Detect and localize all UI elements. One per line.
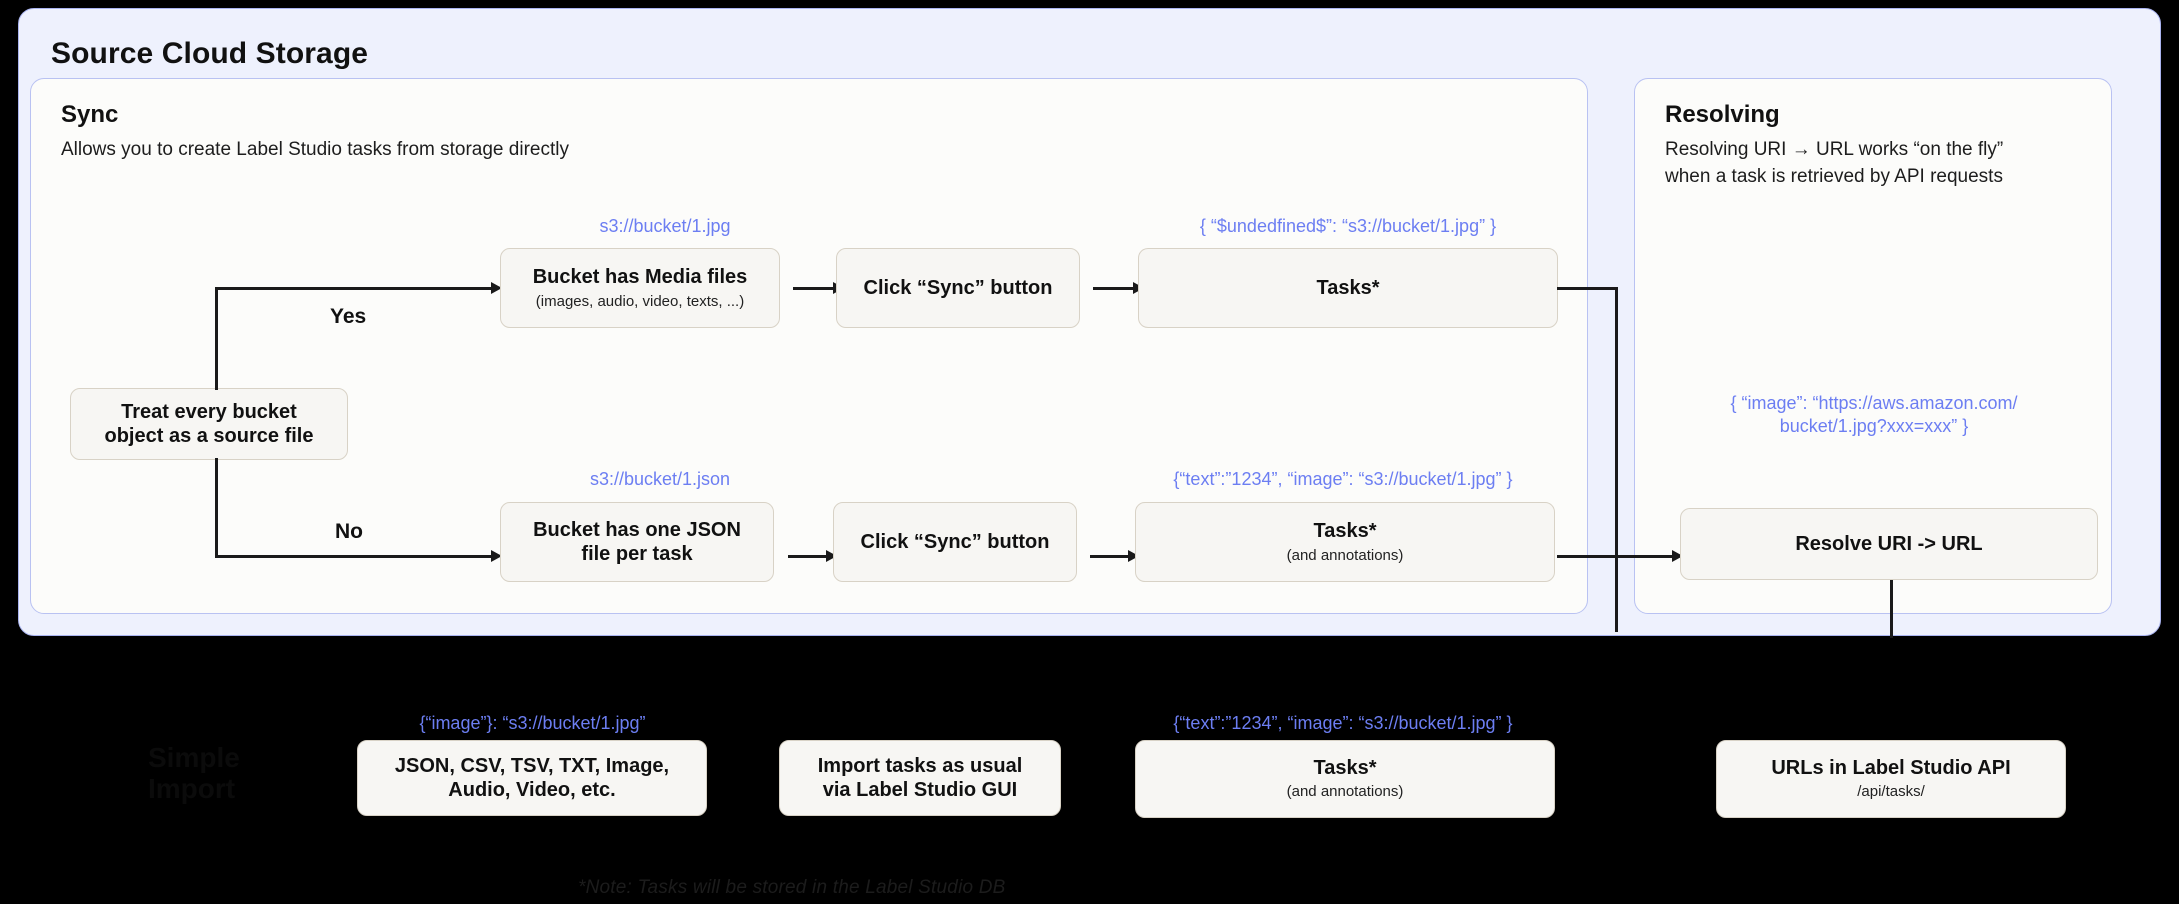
box-import-tasks-gui: Import tasks as usual via Label Studio G… — [779, 740, 1061, 816]
tasks-yes-exit-vertical — [1615, 287, 1618, 632]
box-api-subtitle: /api/tasks/ — [1857, 783, 1925, 801]
box-bucket-has-media-files: Bucket has Media files (images, audio, v… — [500, 248, 780, 328]
yes-row-connector-2 — [1093, 287, 1135, 290]
yes-branch-vertical-line — [215, 288, 218, 390]
box-api-title: URLs in Label Studio API — [1771, 756, 2011, 779]
footnote-tasks-storage: *Note: Tasks will be stored in the Label… — [578, 877, 1006, 898]
resolved-url-json-annotation: { “image”: “https://aws.amazon.com/ buck… — [1730, 393, 2018, 437]
no-row-tasks-json-annotation: {“text”:”1234”, “image”: “s3://bucket/1.… — [1173, 469, 1513, 489]
box-import-tasks-gui-label: Import tasks as usual via Label Studio G… — [817, 754, 1023, 801]
branch-label-no: No — [335, 520, 363, 543]
watermark-simple-import: Simple Import — [148, 742, 240, 805]
branch-label-yes: Yes — [330, 305, 367, 328]
yes-branch-arrowhead — [491, 282, 502, 294]
box-tasks-yes: Tasks* — [1138, 248, 1558, 328]
no-row-connector-2 — [1090, 555, 1130, 558]
box-tasks-no: Tasks* (and annotations) — [1135, 502, 1555, 582]
resolving-panel-subtitle: Resolving URI → URL works “on the fly” w… — [1665, 139, 2004, 187]
no-row-arrowhead-2 — [1128, 550, 1139, 562]
decision-box-label: Treat every bucket object as a source fi… — [104, 401, 314, 447]
tasks-yes-exit-horizontal — [1557, 287, 1617, 290]
box-tasks-no-subtitle: (and annotations) — [1286, 546, 1404, 564]
box-supported-formats: JSON, CSV, TSV, TXT, Image, Audio, Video… — [357, 740, 707, 816]
no-row-arrowhead-1 — [826, 550, 837, 562]
box-resolve-uri-to-url: Resolve URI -> URL — [1680, 508, 2098, 580]
box-urls-in-label-studio-api: URLs in Label Studio API /api/tasks/ — [1716, 740, 2066, 818]
box-bottom-tasks-subtitle: (and annotations) — [1286, 783, 1404, 801]
no-row-connector-1 — [788, 555, 828, 558]
no-branch-vertical-line — [215, 458, 218, 557]
box-tasks-no-label: Tasks* — [1313, 519, 1377, 542]
box-click-sync-button-no: Click “Sync” button — [833, 502, 1077, 582]
box-click-sync-button-yes: Click “Sync” button — [836, 248, 1080, 328]
sync-panel-heading: Sync — [61, 101, 119, 128]
yes-row-connector-1 — [793, 287, 835, 290]
tasks-no-to-resolve-arrowhead — [1672, 550, 1683, 562]
tasks-no-to-resolve-line — [1557, 555, 1674, 558]
box-tasks-yes-label: Tasks* — [1316, 277, 1380, 299]
box-resolve-uri-label: Resolve URI -> URL — [1795, 533, 1983, 555]
box-bucket-media-subtitle: (images, audio, video, texts, ...) — [535, 292, 745, 310]
box-click-sync-yes-label: Click “Sync” button — [863, 277, 1053, 299]
bottom-formats-json-annotation: {“image”}: “s3://bucket/1.jpg” — [419, 713, 646, 733]
sync-panel-subtitle: Allows you to create Label Studio tasks … — [61, 139, 569, 160]
box-click-sync-no-label: Click “Sync” button — [860, 531, 1050, 553]
box-bottom-tasks: Tasks* (and annotations) — [1135, 740, 1555, 818]
page-title: Source Cloud Storage — [51, 37, 369, 70]
bottom-tasks-json-annotation: {“text”:”1234”, “image”: “s3://bucket/1.… — [1173, 713, 1513, 733]
yes-branch-horizontal-line — [215, 287, 493, 290]
box-supported-formats-label: JSON, CSV, TSV, TXT, Image, Audio, Video… — [394, 754, 670, 801]
box-bucket-media-title: Bucket has Media files — [532, 265, 748, 288]
yes-row-uri-annotation: s3://bucket/1.jpg — [599, 216, 731, 236]
yes-row-tasks-json-annotation: { “$undedfined$”: “s3://bucket/1.jpg” } — [1199, 216, 1497, 236]
box-bucket-has-one-json-file: Bucket has one JSON file per task — [500, 502, 774, 582]
box-bucket-json-title: Bucket has one JSON file per task — [533, 519, 741, 565]
no-row-uri-annotation: s3://bucket/1.json — [589, 469, 731, 489]
decision-box-treat-bucket-object: Treat every bucket object as a source fi… — [70, 388, 348, 460]
no-branch-horizontal-line — [215, 555, 493, 558]
no-branch-arrowhead — [491, 550, 502, 562]
box-bottom-tasks-label: Tasks* — [1313, 756, 1377, 779]
resolving-panel-heading: Resolving — [1665, 101, 1780, 128]
resolve-exit-vertical — [1890, 580, 1893, 638]
